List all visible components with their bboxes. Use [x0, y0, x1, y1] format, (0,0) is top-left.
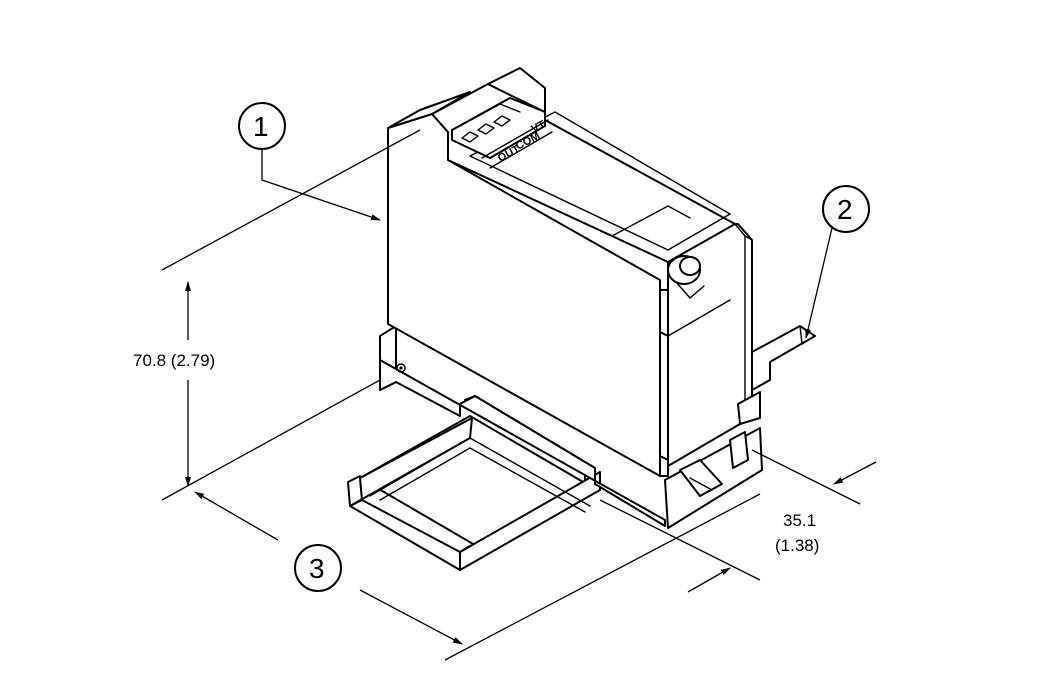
din-rail [347, 395, 601, 571]
balloon-2-group: 2 [805, 185, 870, 339]
depth-dimension-mm: 35.1 [783, 511, 816, 530]
depth-dimension: 35.1 (1.38) [599, 449, 877, 593]
balloon-3 [294, 544, 342, 592]
height-dimension: 70.8 (2.79) [133, 129, 421, 501]
leader-3-right [359, 589, 463, 645]
adjustment-potentiometer [667, 255, 705, 299]
balloon-1-label: 1 [253, 111, 269, 142]
balloon-3-label: 3 [309, 553, 325, 584]
balloon-3-group: 3 [194, 491, 463, 645]
leader-3-left [194, 491, 279, 541]
end-clip [751, 325, 816, 391]
mounting-base [379, 325, 763, 529]
width-dimension-extension [444, 493, 761, 661]
module-body: VT COM OUT [387, 67, 761, 477]
depth-dimension-in: (1.38) [775, 536, 819, 555]
balloon-1-group: 1 [238, 102, 381, 221]
height-dimension-text: 70.8 (2.79) [133, 351, 215, 370]
balloon-2-label: 2 [837, 194, 853, 225]
leader-1 [261, 149, 381, 221]
balloon-2 [822, 185, 870, 233]
leader-2 [805, 227, 833, 339]
